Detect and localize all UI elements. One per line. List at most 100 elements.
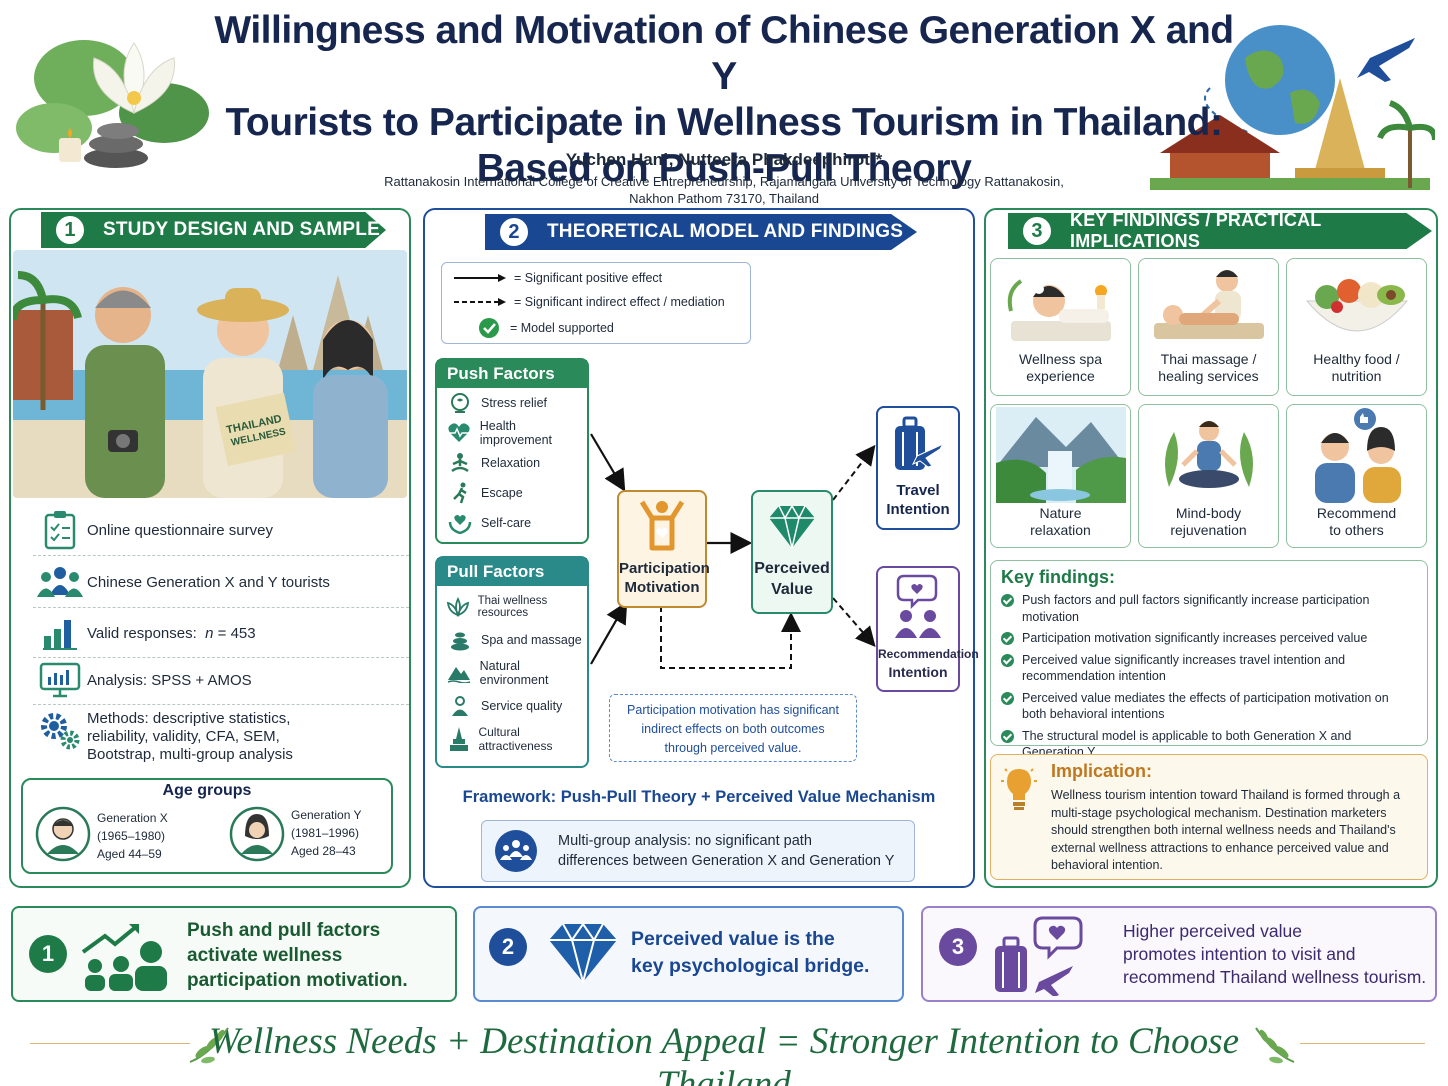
check-circle-icon (479, 318, 499, 338)
leaf-branch-icon (189, 1027, 229, 1064)
takeaway-3: 3 Higher perceived value promotes intent… (921, 906, 1437, 1002)
age-groups-box: Age groups Generation X (1965–1980) Aged… (21, 778, 393, 874)
diamond-wrap (545, 920, 621, 991)
meditation-icon (451, 453, 469, 473)
people-recommend-icon (895, 574, 941, 638)
panel1-title: STUDY DESIGN AND SAMPLE (103, 219, 380, 240)
pull-item: Thai wellness resources (437, 590, 587, 623)
panel1-banner: 1 STUDY DESIGN AND SAMPLE (41, 212, 386, 248)
tile-healthy-food: Healthy food / nutrition (1286, 258, 1427, 396)
heartbeat-icon (448, 423, 470, 442)
panel3-banner: 3 KEY FINDINGS / PRACTICAL IMPLICATIONS (1008, 213, 1432, 249)
travel-recommend-wrap (991, 916, 1095, 1001)
clipboard-icon (44, 511, 76, 550)
push-item: Escape (437, 478, 587, 508)
legend-dashed: = Significant indirect effect / mediatio… (452, 295, 725, 309)
item-tourists: Chinese Generation X and Y tourists (33, 560, 409, 604)
finding-item: Push factors and pull factors significan… (1001, 592, 1417, 625)
implication-title: Implication: (1051, 761, 1153, 781)
running-icon (453, 482, 467, 504)
check-icon (1001, 653, 1014, 667)
node-travel-intention: Travel Intention (876, 406, 960, 530)
node-recommendation-intention: Recommendation Intention (876, 566, 979, 692)
push-item: Stress relief (437, 388, 587, 418)
takeaway-1-number: 1 (29, 935, 67, 973)
tourists-image-icon: THAILAND WELLNESS (13, 250, 407, 498)
growth-people-wrap (77, 922, 173, 997)
tile-thai-massage: Thai massage / healing services (1138, 258, 1279, 396)
node-participation-motivation: Participation Motivation (617, 490, 710, 608)
avatar-gen-y (229, 806, 285, 867)
lotus-spa-icon (16, 40, 209, 168)
man-avatar-icon (35, 806, 91, 862)
tile-nature-relaxation: Nature relaxation (990, 404, 1131, 548)
lotus-decoration (14, 18, 214, 188)
key-findings-box: Key findings: Push factors and pull fact… (990, 560, 1428, 759)
pull-item: Service quality (437, 689, 587, 722)
affiliation: Rattanakosin International College of Cr… (384, 174, 1064, 206)
solid-arrow-icon (454, 274, 506, 282)
push-item: Relaxation (437, 448, 587, 478)
poster-title: Willingness and Motivation of Chinese Ge… (214, 9, 1234, 190)
avatar-gen-x (35, 806, 91, 867)
tagline: Wellness Needs + Destination Appeal = St… (208, 1021, 1240, 1086)
tagline-rule-right (1300, 1043, 1425, 1044)
takeaway-1: 1 Push and pull factors activate wellnes… (11, 906, 457, 1002)
takeaway-2: 2 Perceived value is the key psychologic… (473, 906, 904, 1002)
leaf-branch-icon (1255, 1027, 1295, 1064)
check-icon (1001, 632, 1014, 645)
divider (33, 607, 409, 608)
framework-label: Framework: Push-Pull Theory + Perceived … (462, 788, 936, 806)
item-questionnaire: Online questionnaire survey (33, 508, 409, 552)
check-icon (1001, 594, 1014, 607)
item-analysis: Analysis: SPSS + AMOS (33, 658, 409, 702)
lotus-icon (447, 596, 470, 617)
divider (33, 657, 409, 658)
arrow-mediation (660, 606, 801, 669)
takeaway-2-text: Perceived value is the key psychological… (631, 928, 870, 977)
tile-wellness-spa: Wellness spa experience (990, 258, 1131, 396)
diamond-icon (549, 922, 617, 986)
age-groups-title: Age groups (162, 782, 252, 799)
recommend-people-icon (1314, 408, 1401, 503)
gears-icon (41, 713, 80, 750)
legend-box: = Significant positive effect = Signific… (441, 262, 751, 344)
pull-item: Natural environment (437, 656, 587, 689)
finding-item: Perceived value significantly increases … (1001, 652, 1417, 685)
yoga-icon (1164, 421, 1253, 488)
temple-icon (449, 726, 468, 751)
arrow-push-to-motivation (590, 433, 626, 492)
spa-woman-icon (1007, 279, 1111, 341)
push-factors-title: Push Factors (437, 360, 587, 388)
tile-mind-body: Mind-body rejuvenation (1138, 404, 1279, 548)
mediation-note: Participation motivation has significant… (609, 694, 857, 762)
arrow-pull-to-motivation (590, 601, 628, 665)
implication-box: Implication: Wellness tourism intention … (990, 754, 1428, 880)
takeaway-2-number: 2 (489, 928, 527, 966)
stones-icon (451, 632, 469, 650)
mountain-icon (448, 666, 471, 683)
bar-chart-icon (43, 620, 77, 650)
push-item: Health improvement (437, 418, 587, 448)
model-arrows (590, 433, 876, 669)
leaf-left-wrap (186, 1022, 232, 1071)
arrow-value-to-travel (832, 444, 876, 501)
check-icon (1001, 729, 1014, 743)
node-perceived-value: Perceived Value (751, 490, 833, 614)
suitcase-plane-icon (895, 416, 945, 470)
implication-text: Wellness tourism intention toward Thaila… (1051, 788, 1401, 872)
finding-item: Perceived value mediates the effects of … (1001, 690, 1417, 723)
key-findings-title: Key findings: (1001, 567, 1116, 587)
monitor-chart-icon (39, 662, 81, 698)
divider (33, 704, 409, 705)
item-methods: Methods: descriptive statistics, reliabi… (33, 710, 409, 770)
service-person-icon (452, 695, 468, 716)
woman-avatar-icon (229, 806, 285, 862)
tourists-illustration: THAILAND WELLNESS (13, 250, 407, 498)
leaf-right-wrap (1252, 1022, 1298, 1071)
tile-recommend: Recommend to others (1286, 404, 1427, 548)
panel3-number: 3 (1020, 214, 1054, 248)
panel3-title: KEY FINDINGS / PRACTICAL IMPLICATIONS (1070, 210, 1322, 251)
panel-key-findings: 3 KEY FINDINGS / PRACTICAL IMPLICATIONS … (984, 208, 1438, 888)
takeaway-1-text: Push and pull factors activate wellness … (187, 920, 408, 991)
